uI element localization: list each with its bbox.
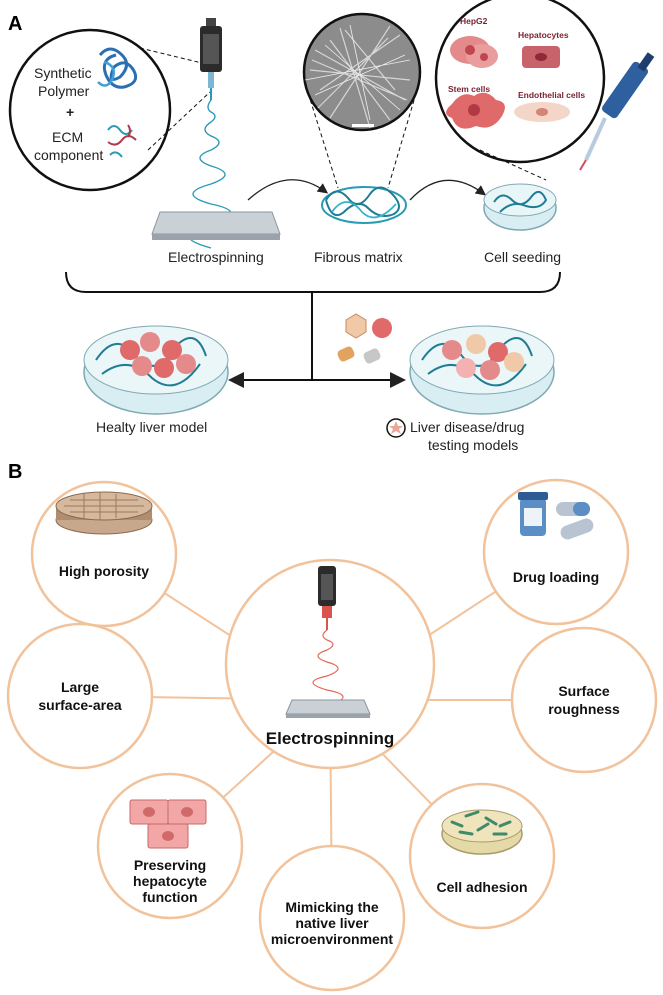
polymer-label-line2: Polymer	[38, 83, 90, 99]
collector-plate	[151, 211, 281, 235]
polymer-ecm-circle	[8, 28, 172, 192]
disease-legend-icon	[386, 418, 406, 438]
label-mimicking-line2: native liver	[295, 915, 369, 931]
label-large-line1: Large	[61, 679, 99, 695]
circle-mimicking	[258, 844, 406, 992]
label-surface-line1: Surface	[558, 683, 610, 699]
cell-label-hepatocytes: Hepatocytes	[518, 30, 569, 40]
seeding-dish	[483, 183, 557, 231]
circle-surface-roughness	[510, 626, 658, 774]
step-electrospinning: Electrospinning	[168, 249, 264, 265]
circle-large-surface	[6, 622, 154, 770]
cell-types-circle	[434, 0, 606, 164]
fibrous-matrix	[321, 186, 407, 224]
center-syringe-icon	[312, 566, 344, 707]
model-disease-line2: testing models	[428, 437, 518, 453]
label-large-line2: surface-area	[38, 697, 121, 713]
ecm-label-line2: component	[34, 147, 103, 163]
disease-liver-dish	[409, 325, 555, 415]
center-circle	[224, 558, 436, 770]
label-preserving-line2: hepatocyte	[133, 873, 207, 889]
porous-disc-icon	[55, 491, 153, 535]
label-high-porosity: High porosity	[59, 563, 149, 579]
label-surface-line2: roughness	[548, 701, 620, 717]
polymer-label-line1: Synthetic	[34, 65, 92, 81]
panel-b-label: B	[8, 461, 22, 483]
center-collector-plate	[285, 699, 371, 715]
sem-image	[302, 12, 422, 132]
label-cell-adhesion: Cell adhesion	[436, 879, 527, 895]
label-mimicking-line3: microenvironment	[271, 931, 393, 947]
capsule-icon	[556, 502, 594, 540]
disease-additives	[337, 313, 392, 364]
circle-cell-adhesion	[408, 782, 556, 930]
ecm-label-line1: ECM	[52, 129, 83, 145]
pipette-icon	[579, 52, 655, 171]
step-cell-seeding: Cell seeding	[484, 249, 561, 265]
convergence-bracket	[65, 271, 561, 293]
healthy-liver-dish	[83, 325, 229, 415]
model-disease-line1: Liver disease/drug	[410, 419, 524, 435]
drug-bottle-icon	[518, 492, 548, 536]
step-fibrous-matrix: Fibrous matrix	[314, 249, 403, 265]
label-preserving-line3: function	[142, 889, 197, 905]
hepatocyte-cells-icon	[129, 799, 207, 849]
circle-drug-loading	[482, 478, 630, 626]
model-healthy: Healty liver model	[96, 419, 207, 435]
adhesion-dish-icon	[441, 809, 523, 855]
cell-label-stem: Stem cells	[448, 84, 490, 94]
label-drug-loading: Drug loading	[513, 569, 599, 585]
plus-sign: +	[66, 104, 74, 120]
cell-label-hepg2: HepG2	[460, 16, 488, 26]
label-mimicking-line1: Mimicking the	[285, 899, 379, 915]
syringe-icon	[200, 18, 222, 100]
cell-label-endothelial: Endothelial cells	[518, 90, 585, 100]
panel-a-label: A	[8, 13, 22, 35]
center-title: Electrospinning	[266, 729, 394, 748]
label-preserving-line1: Preserving	[134, 857, 206, 873]
